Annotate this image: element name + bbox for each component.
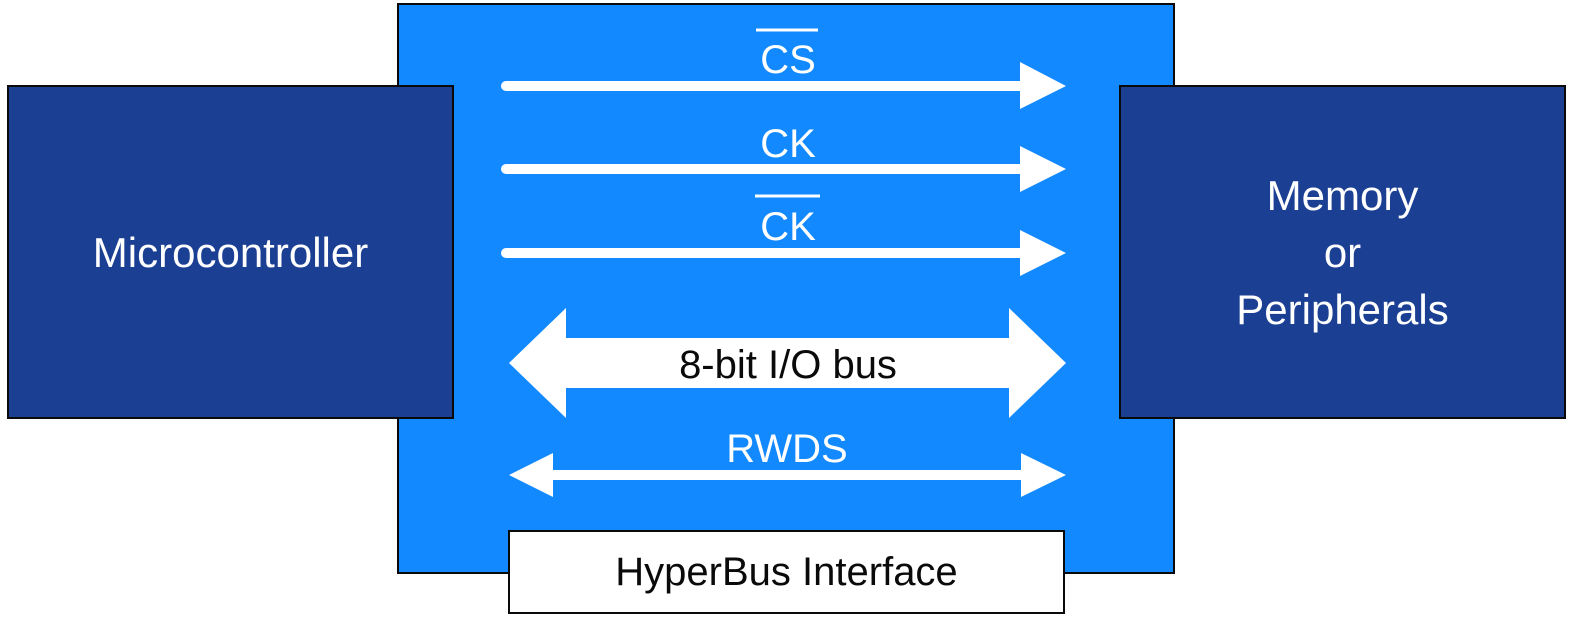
signal-ck-inverted: CK [501, 194, 1066, 276]
signal-ck: CK [501, 122, 1066, 192]
memory-peripherals-label: Memory or Peripherals [1236, 171, 1449, 333]
signal-cs-label: CS [760, 38, 816, 82]
signal-rwds: RWDS [509, 427, 1066, 497]
signal-io-bus: 8-bit I/O bus [509, 308, 1066, 418]
microcontroller-block: Microcontroller [7, 85, 454, 419]
signal-ck-arrowhead [1020, 146, 1066, 192]
hyperbus-interface-label-box: HyperBus Interface [508, 530, 1065, 614]
io-bus-label: 8-bit I/O bus [679, 343, 897, 387]
microcontroller-label: Microcontroller [92, 228, 369, 276]
signal-cs-arrowhead [1020, 62, 1066, 109]
signal-rwds-label: RWDS [726, 427, 847, 471]
signal-ck-inverted-label: CK [760, 205, 816, 249]
signal-ck-inverted-arrowhead [1020, 230, 1066, 276]
signal-rwds-arrowhead-right [1021, 453, 1066, 497]
signal-rwds-arrowhead-left [509, 453, 553, 497]
signal-ck-label: CK [760, 122, 816, 166]
signal-cs: CS [501, 28, 1066, 109]
hyperbus-interface-label: HyperBus Interface [615, 549, 958, 594]
memory-peripherals-block: Memory or Peripherals [1119, 85, 1566, 419]
io-bus-double-arrow [509, 308, 1066, 418]
